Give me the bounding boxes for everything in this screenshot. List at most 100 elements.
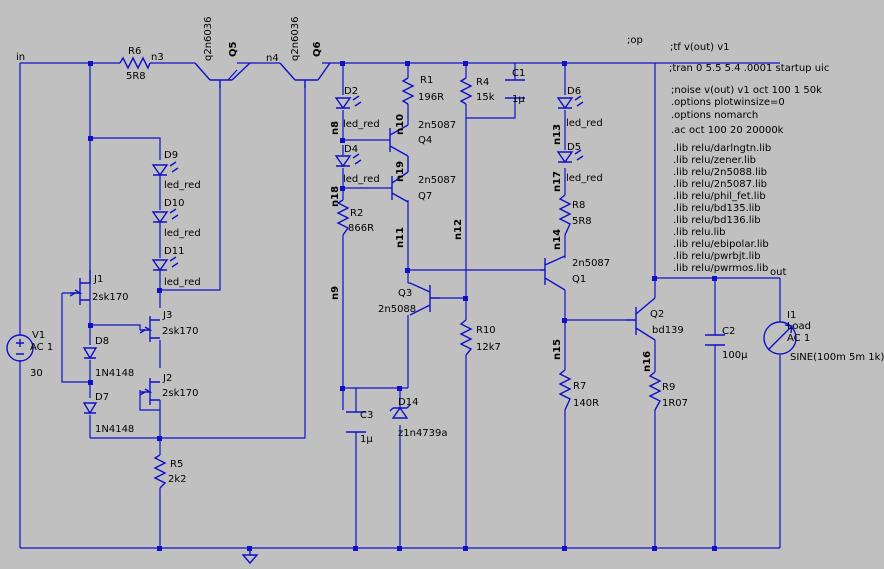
- svg-text:q2n6036: q2n6036: [290, 17, 301, 62]
- svg-text:n18: n18: [330, 186, 341, 207]
- lib-line: .lib relu/darlngtn.lib: [673, 143, 771, 154]
- svg-text:;noise v(out) v1 oct 100 1 50k: ;noise v(out) v1 oct 100 1 50k: [671, 85, 822, 96]
- transistor-q5[interactable]: q2n6036 Q5: [194, 17, 251, 89]
- svg-text:Load: Load: [787, 321, 811, 332]
- transistor-q4[interactable]: 2n5087 Q4: [389, 120, 456, 160]
- svg-text:out: out: [770, 267, 786, 278]
- svg-text:n13: n13: [552, 124, 563, 145]
- svg-text:2sk170: 2sk170: [162, 326, 198, 337]
- svg-text:in: in: [16, 52, 25, 63]
- resistor-r5[interactable]: R5 2k2: [153, 454, 187, 489]
- led-d11[interactable]: D11 led_red: [151, 246, 201, 288]
- voltage-source-v1[interactable]: V1 AC 1 30: [6, 330, 53, 379]
- transistor-q3[interactable]: Q3 2n5088: [378, 282, 440, 316]
- led-d5[interactable]: D5 led_red: [556, 142, 603, 184]
- capacitor-c3[interactable]: C3 1µ: [346, 410, 373, 445]
- resistor-r9[interactable]: R9 1R07: [648, 371, 688, 411]
- svg-text:led_red: led_red: [164, 228, 201, 239]
- svg-text:D9: D9: [164, 150, 178, 161]
- zener-d14[interactable]: D14 z1n4739a: [389, 397, 448, 439]
- resistor-r1[interactable]: R1 196R: [401, 75, 444, 105]
- svg-text:D7: D7: [95, 392, 109, 403]
- resistor-r2[interactable]: R2 866R: [336, 199, 374, 236]
- svg-text:n3: n3: [151, 52, 164, 63]
- svg-text:100µ: 100µ: [722, 350, 748, 361]
- svg-text:n10: n10: [395, 114, 406, 135]
- led-d4[interactable]: D4 led_red: [334, 144, 380, 185]
- svg-text:R4: R4: [476, 77, 489, 88]
- svg-text:1N4148: 1N4148: [95, 368, 134, 379]
- transistor-q1[interactable]: 2n5087 Q1: [540, 255, 610, 291]
- svg-text:;tran 0 5.5 5.4 .0001 startup: ;tran 0 5.5 5.4 .0001 startup uic: [669, 63, 829, 74]
- svg-text:196R: 196R: [418, 92, 444, 103]
- svg-text:n15: n15: [552, 339, 563, 360]
- led-d2[interactable]: D2 led_red: [334, 86, 380, 130]
- svg-text:SINE(100m 5m 1k): SINE(100m 5m 1k): [790, 352, 884, 363]
- svg-text:I1: I1: [787, 310, 796, 321]
- svg-text:D4: D4: [344, 144, 358, 155]
- lib-line: .lib relu.lib: [673, 227, 726, 238]
- jfet-j2[interactable]: J2 2sk170: [139, 373, 198, 405]
- led-d9[interactable]: D9 led_red: [151, 150, 201, 191]
- resistor-r7[interactable]: R7 140R: [558, 369, 599, 411]
- transistor-q6[interactable]: q2n6036 Q6: [279, 17, 331, 89]
- led-d10[interactable]: D10 led_red: [151, 198, 201, 239]
- capacitor-c2[interactable]: C2 100µ: [705, 326, 748, 361]
- svg-text:.options nomarch: .options nomarch: [671, 110, 758, 121]
- svg-text:D14: D14: [398, 397, 418, 408]
- svg-text:n4: n4: [266, 53, 279, 64]
- svg-text:D6: D6: [567, 86, 581, 97]
- lib-line: .lib relu/2n5087.lib: [673, 179, 767, 190]
- svg-text:n14: n14: [552, 229, 563, 250]
- capacitor-c1[interactable]: C1 1µ: [505, 68, 525, 105]
- svg-text:Q5: Q5: [228, 41, 239, 57]
- svg-text:Q2: Q2: [650, 309, 664, 320]
- svg-text:V1: V1: [32, 330, 45, 341]
- lib-line: .lib relu/bd135.lib: [673, 203, 761, 214]
- resistor-r10[interactable]: R10 12k7: [459, 319, 501, 356]
- svg-text:n19: n19: [395, 161, 406, 182]
- svg-text:2k2: 2k2: [168, 474, 187, 485]
- svg-text:2n5087: 2n5087: [418, 120, 456, 131]
- svg-text:n17: n17: [552, 171, 563, 192]
- svg-text:5R8: 5R8: [126, 71, 146, 82]
- resistor-r6[interactable]: R6 5R8: [119, 46, 151, 82]
- jfet-j3[interactable]: J3 2sk170: [139, 310, 198, 342]
- svg-text:2n5087: 2n5087: [418, 175, 456, 186]
- svg-text:2sk170: 2sk170: [162, 388, 198, 399]
- svg-text:15k: 15k: [476, 92, 495, 103]
- svg-text:866R: 866R: [348, 223, 374, 234]
- lib-line: .lib relu/pwrmos.lib: [673, 263, 768, 274]
- svg-text:R8: R8: [572, 200, 585, 211]
- svg-text:led_red: led_red: [343, 119, 380, 130]
- transistor-q7[interactable]: 2n5087 Q7: [391, 160, 456, 203]
- svg-text:R9: R9: [662, 382, 675, 393]
- svg-text:n11: n11: [395, 227, 406, 248]
- diode-d7[interactable]: D7 1N4148: [82, 392, 134, 435]
- svg-text:bd139: bd139: [652, 325, 684, 336]
- net-labels: in n3 n4 out n8 n10 n19 n18 n9 n11 n12 n…: [16, 52, 786, 372]
- resistor-r4[interactable]: R4 15k: [459, 77, 495, 105]
- svg-text:n12: n12: [453, 219, 464, 240]
- svg-text:D8: D8: [95, 336, 109, 347]
- lib-line: .lib relu/2n5088.lib: [673, 167, 767, 178]
- svg-text:n16: n16: [642, 351, 653, 372]
- svg-text:D10: D10: [164, 198, 184, 209]
- transistor-q2[interactable]: Q2 bd139: [625, 297, 684, 341]
- svg-text:C3: C3: [360, 410, 373, 421]
- svg-text:1µ: 1µ: [360, 434, 373, 445]
- svg-text:140R: 140R: [573, 398, 599, 409]
- svg-text:5R8: 5R8: [572, 216, 592, 227]
- current-source-i1[interactable]: I1 Load AC 1 SINE(100m 5m 1k): [763, 310, 884, 363]
- svg-text:.options plotwinsize=0: .options plotwinsize=0: [671, 97, 785, 108]
- svg-text:J3: J3: [162, 310, 172, 321]
- svg-text:Q4: Q4: [418, 135, 432, 146]
- svg-text:R1: R1: [420, 75, 433, 86]
- svg-text:1R07: 1R07: [662, 398, 688, 409]
- diode-d8[interactable]: D8 1N4148: [82, 336, 134, 379]
- resistor-r8[interactable]: R8 5R8: [558, 194, 592, 236]
- led-d6[interactable]: D6 led_red: [556, 86, 603, 129]
- jfet-j1[interactable]: J1 2sk170: [69, 270, 128, 305]
- svg-text:n8: n8: [330, 121, 341, 135]
- svg-text:led_red: led_red: [164, 180, 201, 191]
